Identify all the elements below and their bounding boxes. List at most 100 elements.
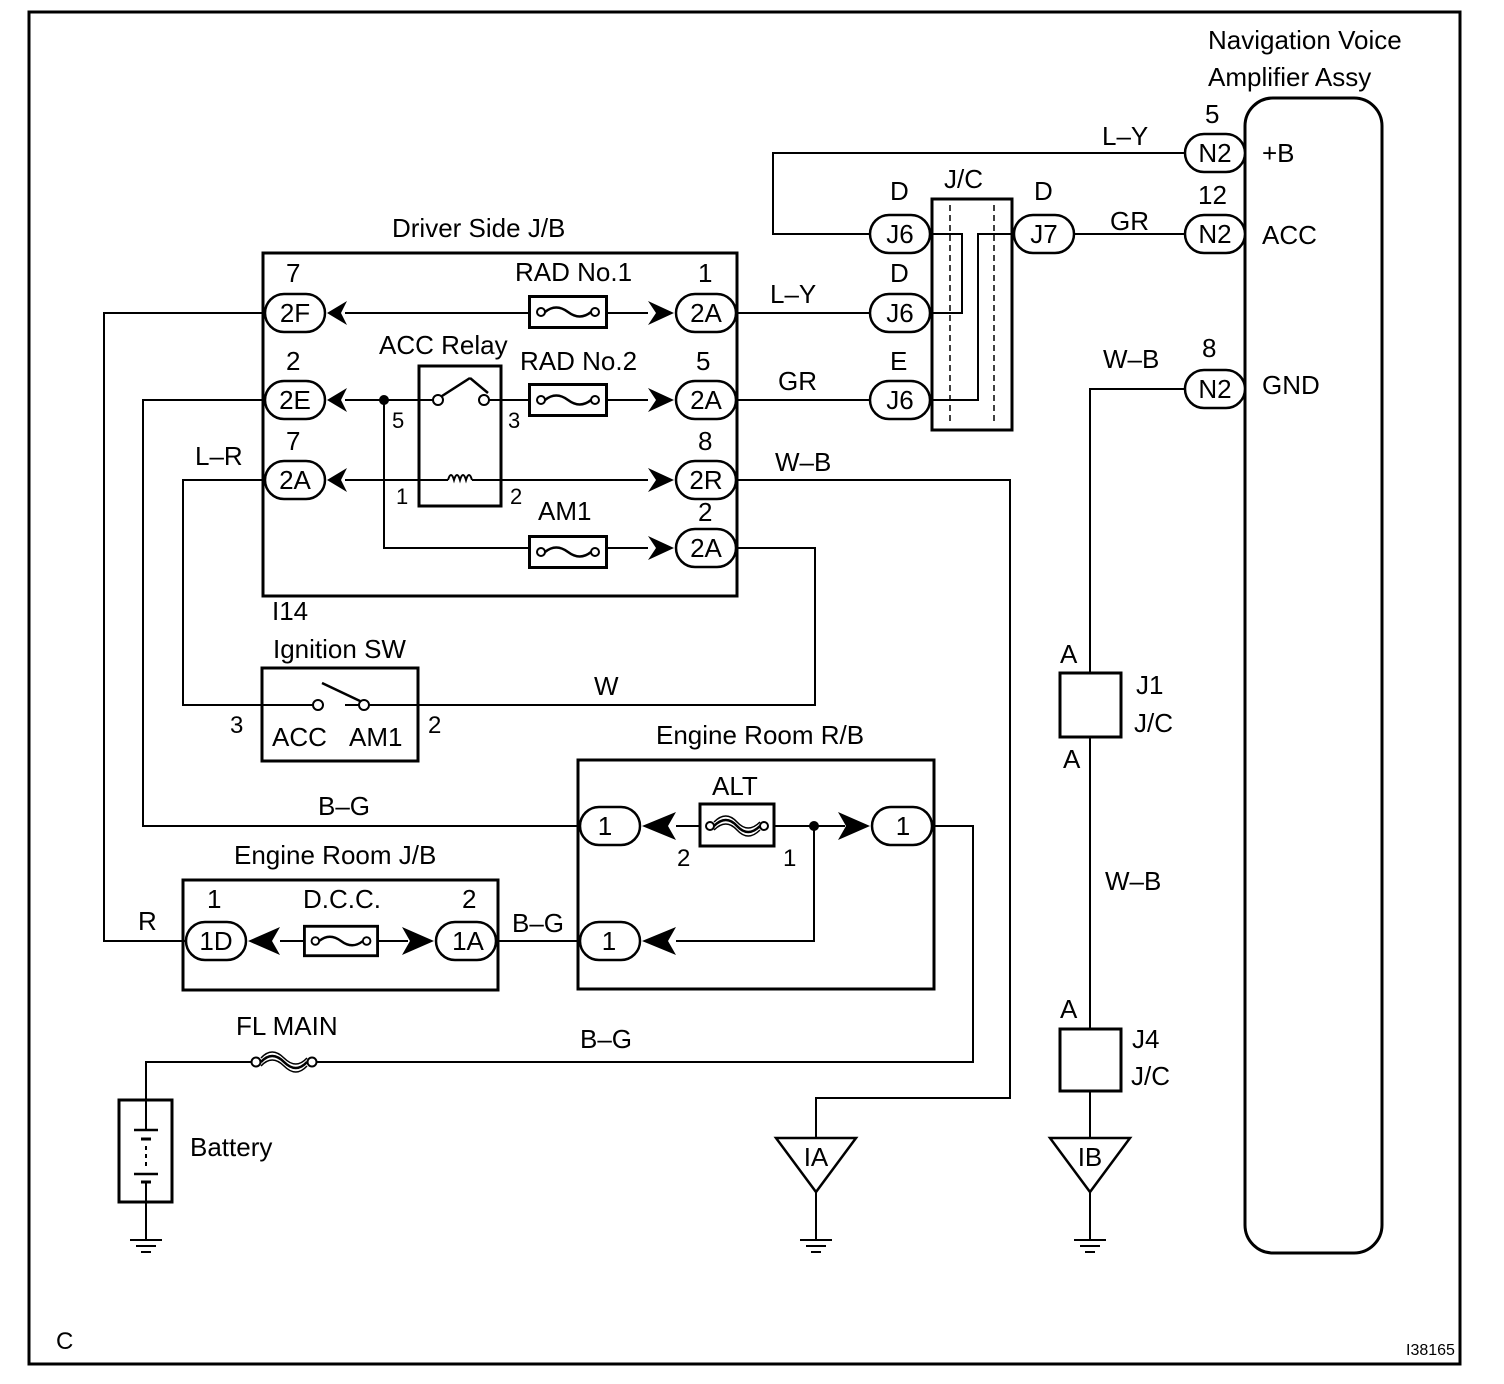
connector-2a-left <box>263 459 327 501</box>
connector-n2-gnd-label: N2 <box>1198 374 1231 404</box>
driver-side-jb: Driver Side J/B RAD No.1 RAD No.2 AM1 AC… <box>261 213 739 598</box>
ignition-switch: I14 Ignition SW ACC AM1 3 2 <box>230 596 441 763</box>
fl-main-fuse: FL MAIN <box>236 1011 338 1073</box>
fuse-rad-no2 <box>528 383 608 417</box>
arrow-2a-r2 <box>648 388 674 412</box>
connector-2a-r4-label: 2A <box>690 533 722 563</box>
connector-j6-top <box>868 213 932 255</box>
connector-2e-label: 2E <box>279 385 311 415</box>
figure-id: I38165 <box>1406 1342 1455 1359</box>
connector-rb-bottom-label: 1 <box>602 926 616 956</box>
fuse-alt-label: ALT <box>712 771 758 801</box>
earth-ground-icon <box>130 1239 162 1253</box>
wire-bg1-label: B–G <box>318 791 370 821</box>
wire-gr-top-label: GR <box>1110 206 1149 236</box>
fuse-alt <box>698 802 776 848</box>
wire-bg3-label: B–G <box>580 1024 632 1054</box>
connector-2a-r2 <box>674 379 738 421</box>
j6-bot-pin: E <box>890 346 907 376</box>
amplifier-body <box>1243 96 1384 1255</box>
jc-box <box>930 197 1014 432</box>
conn-2a-r2-number: 5 <box>696 346 710 376</box>
connector-n2-gnd <box>1183 368 1247 410</box>
fuse-am1 <box>528 534 608 570</box>
connector-2a-r1 <box>674 292 738 334</box>
navigation-voice-amplifier: Navigation Voice Amplifier Assy 5 N2 +B … <box>1102 25 1402 1255</box>
acc-relay <box>417 364 503 508</box>
diagram-border <box>27 10 1462 1366</box>
wire-wb-gnd-label: W–B <box>1103 344 1159 374</box>
j4-pin-top: A <box>1060 994 1078 1024</box>
j6-mid-pin: D <box>890 258 909 288</box>
acc-relay-label: ACC Relay <box>379 330 508 360</box>
arrow-2a-left <box>327 468 347 492</box>
ground-symbols: IA IB <box>130 1136 1133 1253</box>
amplifier-title-line1: Navigation Voice <box>1208 25 1402 55</box>
earth-ground-icon <box>1074 1239 1106 1253</box>
connector-2a-left-label: 2A <box>279 465 311 495</box>
wire-ly-label: L–Y <box>770 279 816 309</box>
ground-point-ia-icon <box>773 1136 859 1195</box>
connector-j6-top-label: J6 <box>886 219 913 249</box>
arrow-2e <box>327 388 347 412</box>
relay-pin-5: 5 <box>392 408 404 433</box>
connector-1a-number: 2 <box>462 884 476 914</box>
connector-j6-bot-label: J6 <box>886 385 913 415</box>
connector-rb-left <box>578 805 642 847</box>
connector-2a-r1-label: 2A <box>690 298 722 328</box>
connector-1d-number: 1 <box>207 884 221 914</box>
alt-pin-2: 2 <box>677 845 690 872</box>
arrow-2f <box>327 301 347 325</box>
battery-label: Battery <box>190 1132 272 1162</box>
arrow-2a-r4 <box>648 536 674 560</box>
j1-pin-top: A <box>1060 639 1078 669</box>
connector-j7-label: J7 <box>1030 219 1057 249</box>
arrow-rb-bottom <box>642 927 676 955</box>
ignition-pin-3: 3 <box>230 712 243 739</box>
driver-jb-box <box>261 251 739 598</box>
fuse-rad-no1-label: RAD No.1 <box>515 257 632 287</box>
engine-jb-box <box>181 878 500 992</box>
connector-n2-acc <box>1183 213 1247 255</box>
jc-label: J/C <box>944 164 983 194</box>
pin-acc-number: 12 <box>1198 180 1227 210</box>
connector-n2-plusb <box>1183 132 1247 174</box>
relay-coil <box>447 474 473 484</box>
j6-top-pin: D <box>890 176 909 206</box>
pin-gnd-label: GND <box>1262 370 1320 400</box>
connector-n2-plusb-label: N2 <box>1198 138 1231 168</box>
j4-junction: A J4 J/C <box>1058 994 1170 1093</box>
wire-bg2-label: B–G <box>512 908 564 938</box>
engine-rb-title: Engine Room R/B <box>656 720 864 750</box>
wires <box>103 152 1185 1240</box>
fuse-rad-no2-label: RAD No.2 <box>520 346 637 376</box>
connector-rb-right <box>870 805 934 847</box>
engine-room-rb: Engine Room R/B 1 1 1 ALT 2 1 <box>576 720 936 991</box>
conn-2r-number: 8 <box>698 426 712 456</box>
arrow-2r <box>648 468 674 492</box>
pin-gnd-number: 8 <box>1202 333 1216 363</box>
wire-wb-ground-label: W–B <box>1105 866 1161 896</box>
fuse-dcc <box>303 924 379 958</box>
alt-pin-1: 1 <box>783 845 796 872</box>
j1-junction: A A J1 J/C <box>1058 639 1173 774</box>
engine-jb-title: Engine Room J/B <box>234 840 436 870</box>
conn-2e-number: 2 <box>286 346 300 376</box>
fl-main-label: FL MAIN <box>236 1011 338 1041</box>
j7-pin: D <box>1034 176 1053 206</box>
conn-2a-r4-number: 2 <box>698 497 712 527</box>
connector-j6-mid <box>868 292 932 334</box>
conn-2a-left-number: 7 <box>286 426 300 456</box>
connector-j6-bot <box>868 379 932 421</box>
connector-2a-r2-label: 2A <box>690 385 722 415</box>
wire-gr-label: GR <box>778 366 817 396</box>
relay-pin-1: 1 <box>396 484 408 509</box>
ignition-id: I14 <box>272 596 308 626</box>
arrow-2a-r1 <box>648 301 674 325</box>
battery: Battery <box>117 1098 272 1204</box>
connector-1d-label: 1D <box>199 926 232 956</box>
j1-type: J/C <box>1134 708 1173 738</box>
fuse-rad-no1 <box>528 295 608 329</box>
wire-wb-label: W–B <box>775 447 831 477</box>
